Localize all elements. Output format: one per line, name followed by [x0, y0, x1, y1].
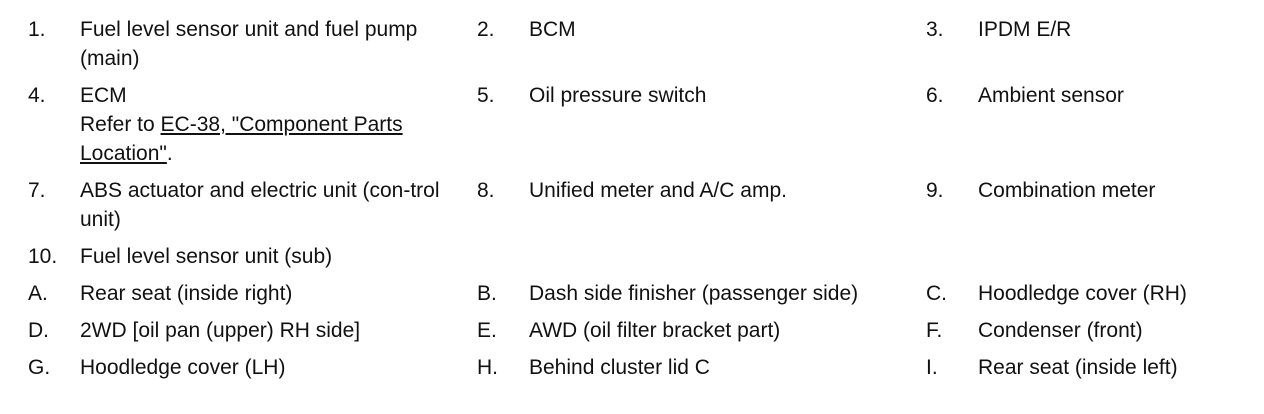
item-label: BCM	[529, 18, 576, 41]
legend-row: A. Rear seat (inside right) B. Dash side…	[28, 279, 1248, 308]
item-number: 4.	[28, 84, 46, 107]
item-label: Ambient sensor	[978, 84, 1124, 107]
legend-item: I. Rear seat (inside left)	[926, 353, 1248, 382]
legend-item: 2. BCM	[477, 15, 926, 73]
item-number: 7.	[28, 179, 46, 202]
item-label: Fuel level sensor unit and fuel pump (ma…	[80, 18, 418, 70]
legend-item: A. Rear seat (inside right)	[28, 279, 477, 308]
item-label: Combination meter	[978, 179, 1156, 202]
item-label: Hoodledge cover (RH)	[978, 282, 1187, 305]
item-label: Fuel level sensor unit (sub)	[80, 245, 333, 268]
legend-row: 10. Fuel level sensor unit (sub)	[28, 242, 1248, 271]
legend-row: 4. ECM Refer to EC-38, "Component Parts …	[28, 81, 1248, 168]
item-label: Dash side finisher (passenger side)	[529, 282, 859, 305]
legend-item: 7. ABS actuator and electric unit (con-t…	[28, 176, 477, 234]
legend-item: D. 2WD [oil pan (upper) RH side]	[28, 316, 477, 345]
legend-row: 1. Fuel level sensor unit and fuel pump …	[28, 15, 1248, 73]
item-label: Unified meter and A/C amp.	[529, 179, 787, 202]
item-label: AWD (oil filter bracket part)	[529, 319, 781, 342]
item-letter: G.	[28, 356, 51, 379]
legend-item: 6. Ambient sensor	[926, 81, 1248, 168]
item-label: Condenser (front)	[978, 319, 1143, 342]
legend-item: F. Condenser (front)	[926, 316, 1248, 345]
item-number: 3.	[926, 18, 944, 41]
legend-item: 8. Unified meter and A/C amp.	[477, 176, 926, 234]
legend-item: 10. Fuel level sensor unit (sub)	[28, 242, 477, 271]
item-label: Hoodledge cover (LH)	[80, 356, 286, 379]
legend-item: 5. Oil pressure switch	[477, 81, 926, 168]
item-label: Rear seat (inside left)	[978, 356, 1178, 379]
item-number: 10.	[28, 245, 58, 268]
legend-item: E. AWD (oil filter bracket part)	[477, 316, 926, 345]
item-letter: H.	[477, 356, 498, 379]
legend-item: 3. IPDM E/R	[926, 15, 1248, 73]
item-letter: B.	[477, 282, 497, 305]
item-letter: C.	[926, 282, 947, 305]
item-label: ABS actuator and electric unit (con-trol…	[80, 179, 440, 231]
item-label: Rear seat (inside right)	[80, 282, 293, 305]
item-letter: F.	[926, 319, 943, 342]
item-label: Oil pressure switch	[529, 84, 707, 107]
item-label-group: ECM Refer to EC-38, "Component Parts Loc…	[80, 81, 477, 168]
item-number: 8.	[477, 179, 495, 202]
item-label: IPDM E/R	[978, 18, 1072, 41]
item-label: Behind cluster lid C	[529, 356, 710, 379]
legend-row: G. Hoodledge cover (LH) H. Behind cluste…	[28, 353, 1248, 382]
item-number: 2.	[477, 18, 495, 41]
reference-line: Refer to EC-38, "Component Parts Locatio…	[80, 110, 471, 168]
item-letter: E.	[477, 319, 497, 342]
reference-link[interactable]: EC-38, "Component Parts Location"	[80, 113, 403, 165]
legend-row: 7. ABS actuator and electric unit (con-t…	[28, 176, 1248, 234]
component-legend: 1. Fuel level sensor unit and fuel pump …	[28, 15, 1248, 390]
item-label: 2WD [oil pan (upper) RH side]	[80, 319, 361, 342]
legend-item: 4. ECM Refer to EC-38, "Component Parts …	[28, 81, 477, 168]
legend-row: D. 2WD [oil pan (upper) RH side] E. AWD …	[28, 316, 1248, 345]
item-number: 9.	[926, 179, 944, 202]
item-number: 6.	[926, 84, 944, 107]
legend-item: G. Hoodledge cover (LH)	[28, 353, 477, 382]
legend-item: 9. Combination meter	[926, 176, 1248, 234]
legend-item: H. Behind cluster lid C	[477, 353, 926, 382]
legend-item: 1. Fuel level sensor unit and fuel pump …	[28, 15, 477, 73]
item-letter: D.	[28, 319, 49, 342]
item-letter: A.	[28, 282, 48, 305]
reference-suffix: .	[166, 142, 173, 165]
legend-item: B. Dash side finisher (passenger side)	[477, 279, 926, 308]
item-number: 5.	[477, 84, 495, 107]
item-number: 1.	[28, 18, 46, 41]
legend-item: C. Hoodledge cover (RH)	[926, 279, 1248, 308]
item-letter: I.	[926, 356, 938, 379]
reference-prefix: Refer to	[80, 113, 161, 136]
item-label: ECM	[80, 84, 127, 107]
